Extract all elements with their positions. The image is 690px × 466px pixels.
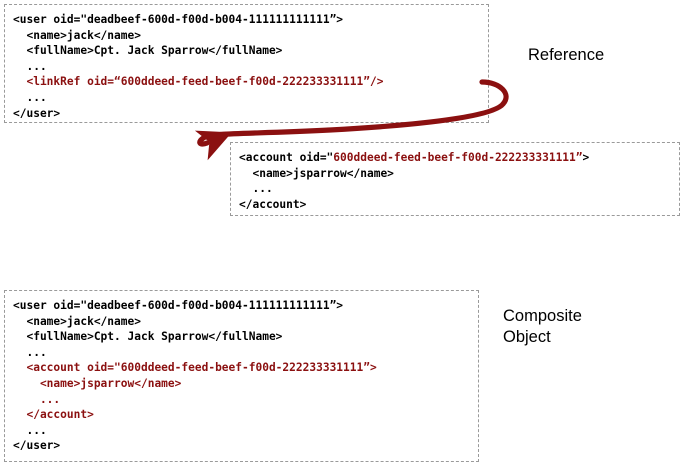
code-segment: <account oid="600ddeed-feed-beef-f00d-22… — [13, 361, 377, 375]
code-line: </user> — [13, 438, 470, 454]
code-line: <account oid="600ddeed-feed-beef-f00d-22… — [13, 360, 470, 376]
code-line: <name>jsparrow</name> — [239, 166, 671, 182]
code-segment: ... — [13, 392, 61, 406]
account-code-box: <account oid="600ddeed-feed-beef-f00d-22… — [230, 142, 680, 216]
code-line: <account oid="600ddeed-feed-beef-f00d-22… — [239, 150, 671, 166]
code-segment: </account> — [239, 197, 307, 211]
code-segment: <account oid=" — [239, 151, 334, 164]
code-segment: </user> — [13, 439, 61, 453]
code-segment: ... — [13, 59, 47, 73]
code-segment: <name>jsparrow</name> — [239, 166, 394, 180]
code-segment: ... — [13, 345, 47, 359]
code-line: <name>jack</name> — [13, 314, 470, 330]
composite-caption: Composite Object — [503, 307, 582, 346]
code-segment: <name>jsparrow</name> — [13, 376, 182, 390]
code-segment: <user oid="deadbeef-600d-f00d-b004-11111… — [13, 299, 344, 312]
code-line: ... — [13, 345, 470, 361]
code-segment: </user> — [13, 106, 61, 120]
code-segment: <fullName>Cpt. Jack Sparrow</fullName> — [13, 330, 283, 344]
code-segment: <fullName>Cpt. Jack Sparrow</fullName> — [13, 44, 283, 58]
code-segment: <name>jack</name> — [13, 28, 141, 42]
code-line: <name>jack</name> — [13, 28, 480, 44]
code-line: <name>jsparrow</name> — [13, 376, 470, 392]
reference-caption: Reference — [528, 46, 605, 64]
composite-code-text: <user oid="deadbeef-600d-f00d-b004-11111… — [5, 291, 478, 460]
code-segment: </account> — [13, 408, 94, 422]
code-line: ... — [13, 90, 480, 106]
code-segment: 600ddeed-feed-beef-f00d-222233331111” — [333, 151, 583, 164]
code-segment: > — [582, 151, 590, 164]
code-line: </account> — [13, 407, 470, 423]
code-line: ... — [13, 392, 470, 408]
account-code-text: <account oid="600ddeed-feed-beef-f00d-22… — [231, 143, 679, 218]
code-line: <fullName>Cpt. Jack Sparrow</fullName> — [13, 43, 480, 59]
code-line: </account> — [239, 197, 671, 213]
code-segment: <name>jack</name> — [13, 314, 141, 328]
code-line: ... — [13, 423, 470, 439]
code-segment: ... — [239, 182, 273, 196]
code-line: <linkRef oid=“600ddeed-feed-beef-f00d-22… — [13, 74, 480, 90]
reference-code-text: <user oid="deadbeef-600d-f00d-b004-11111… — [5, 5, 488, 127]
reference-code-box: <user oid="deadbeef-600d-f00d-b004-11111… — [4, 4, 489, 123]
code-segment: <linkRef oid=“600ddeed-feed-beef-f00d-22… — [13, 75, 384, 89]
code-line: <fullName>Cpt. Jack Sparrow</fullName> — [13, 329, 470, 345]
code-line: <user oid="deadbeef-600d-f00d-b004-11111… — [13, 298, 470, 314]
code-line: </user> — [13, 106, 480, 122]
code-segment: <user oid="deadbeef-600d-f00d-b004-11111… — [13, 13, 344, 26]
code-segment: ... — [13, 423, 47, 437]
code-line: <user oid="deadbeef-600d-f00d-b004-11111… — [13, 12, 480, 28]
code-line: ... — [13, 59, 480, 75]
code-line: ... — [239, 181, 671, 197]
code-segment: ... — [13, 90, 47, 104]
composite-code-box: <user oid="deadbeef-600d-f00d-b004-11111… — [4, 290, 479, 462]
